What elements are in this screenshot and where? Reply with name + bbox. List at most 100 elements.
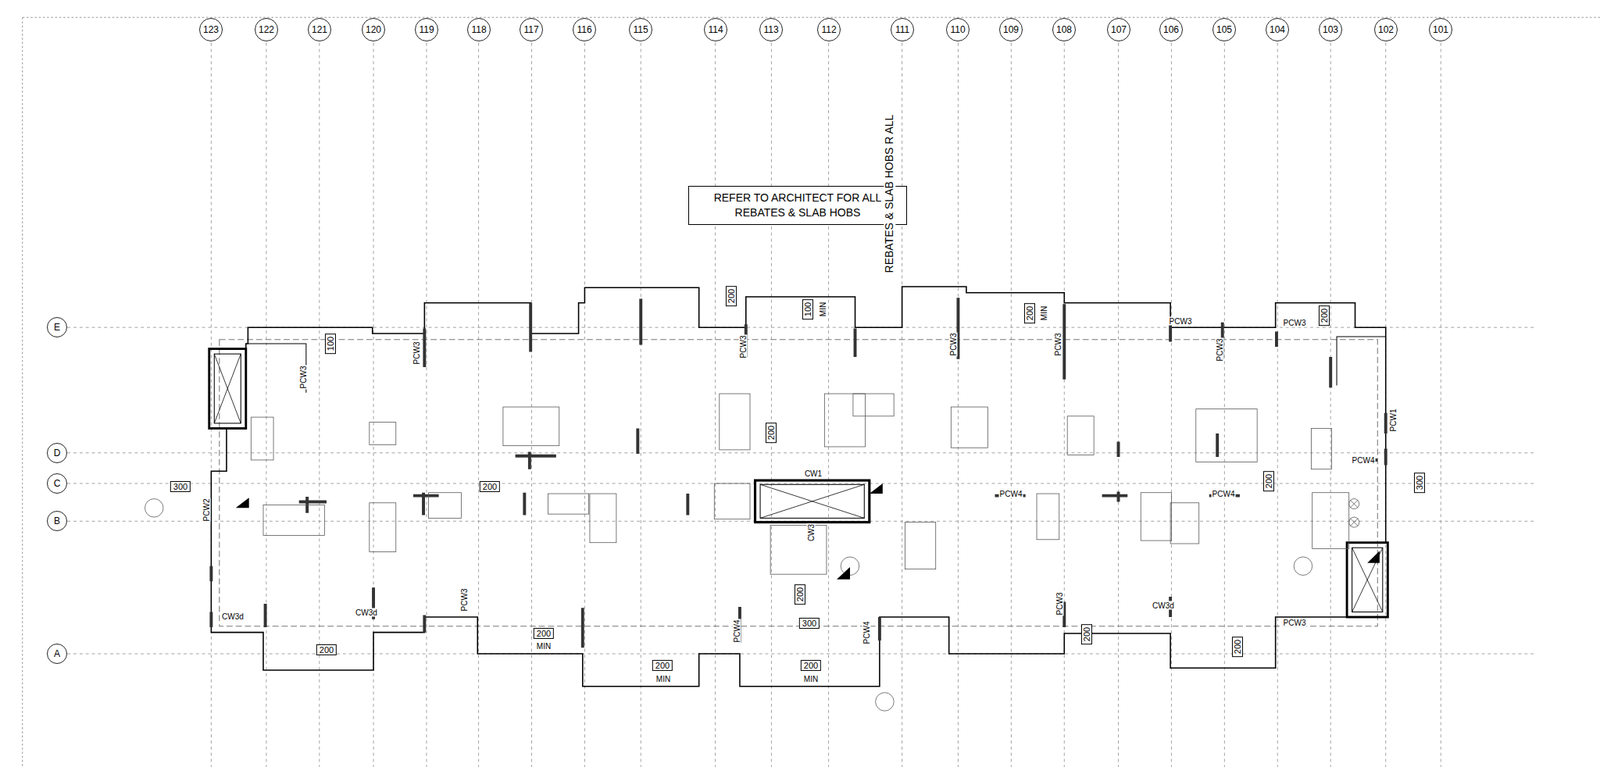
wall-label: PCW3 [1282,318,1308,328]
grid-label: 120 [365,25,382,35]
wall-label: MIN [535,642,552,651]
wall-label: CW3d [221,612,245,622]
wall-label: MIN [1039,305,1049,322]
grid-bubble: 104 [1265,17,1290,42]
section-arrows [235,483,1380,580]
core-shaft [755,480,870,523]
core-cross [760,484,865,518]
dimension-tag: 100 [802,299,814,320]
fixture [1170,503,1200,544]
fixture [1140,492,1172,541]
grid-label: 116 [576,25,592,35]
grid-label: 103 [1322,25,1339,35]
dimension-tag: 200 [1263,471,1275,492]
wall-label: PCW4 [999,489,1024,499]
grid-bubble: 123 [199,17,223,42]
wall-label: PCW3 [299,365,308,390]
wall-label: PCW3 [949,332,958,358]
fixture [589,493,617,543]
wall-label: MIN [803,675,819,684]
fixture [1036,493,1060,540]
grid-label: B [53,516,61,526]
grid-label: 101 [1432,25,1449,35]
dimension-tag: 200 [316,644,337,656]
wall-label: CW3 [807,523,816,543]
dimension-tag: 300 [1414,472,1425,493]
wall-label: PCW4 [732,619,742,644]
grid-bubble: 105 [1212,17,1236,42]
section-callout [144,499,164,518]
grid-label: A [53,649,61,659]
grid-label: 118 [471,25,486,35]
grid-label: 122 [258,25,275,35]
fixture [428,492,462,519]
grid-label: 102 [1378,25,1394,35]
dimension-tag: 200 [479,481,500,493]
dimension-tag: 200 [765,422,777,443]
grid-bubble: 106 [1159,17,1183,42]
grid-bubble: C [46,473,68,494]
grid-label: 121 [311,25,328,35]
grid-bubble: E [46,317,68,338]
wall-label: MIN [818,301,828,318]
fixture [503,407,560,447]
fixture [1310,428,1332,469]
note-text: REBATES & SLAB HOBS R ALL [883,113,896,275]
grid-label: 105 [1216,25,1233,35]
grid-label: 106 [1163,25,1179,35]
wall-label: PCW3 [412,341,422,366]
wall-label: PCW3 [1055,592,1065,617]
dimension-tag: 200 [1232,636,1243,658]
dimension-tag: 200 [794,584,806,605]
grid-bubble: 109 [999,17,1023,42]
grid-bubble: 121 [307,17,332,42]
grid-bubble: 118 [467,17,491,42]
wall-label: CW3d [354,608,379,618]
dimension-tag: 200 [533,628,554,640]
grid-label: 113 [763,25,779,35]
grid-bubble: 116 [572,17,597,42]
lift-cross [214,353,241,424]
wall-label: PCW4 [862,621,872,646]
wall-label: PCW3 [460,588,469,613]
fixture [719,393,750,450]
core-shaft [760,484,865,518]
grid-label: 111 [895,25,910,35]
sheet-border [22,17,1600,767]
grid-label: D [53,448,61,458]
wall-label: PCW3 [1282,618,1308,628]
slab-outline [210,286,1388,687]
dimension-tag: 300 [799,617,820,629]
wall-label: PCW4 [1211,489,1236,499]
grid-bubble: 101 [1428,17,1453,42]
wall-label: CW3d [1151,601,1175,611]
dimension-tag: 100 [325,333,336,354]
grid-label: 109 [1003,25,1019,35]
slab-edge-inner [219,339,1378,627]
fixture [263,504,325,536]
wall-label: PCW1 [1389,408,1398,433]
dimension-tag: 200 [1024,303,1036,324]
wall-label: PCW3 [739,335,748,360]
lift-shaft [209,349,247,429]
note-text: REFER TO ARCHITECT FOR ALL REBATES & SLA… [695,190,900,221]
grid-label: 117 [523,25,539,35]
grid-bubble: 114 [703,17,728,42]
dimension-tag: 200 [652,660,673,672]
fixture [369,503,397,553]
grid-bubble: 102 [1374,17,1398,42]
grid-label: 112 [821,25,836,35]
fixture [1067,416,1094,456]
grid-label: 123 [203,25,219,35]
dimension-tag: 200 [1081,624,1093,645]
dimension-tag: 200 [1318,305,1330,326]
lift-shaft [214,353,241,424]
grid-bubble: 107 [1107,17,1131,42]
grid-bubble: 103 [1318,17,1343,42]
grid-label: 108 [1056,25,1072,35]
fixture [1312,492,1350,550]
dimension-tag: 300 [170,481,191,493]
wall-label: PCW3 [1053,332,1063,358]
fixture [853,393,894,417]
